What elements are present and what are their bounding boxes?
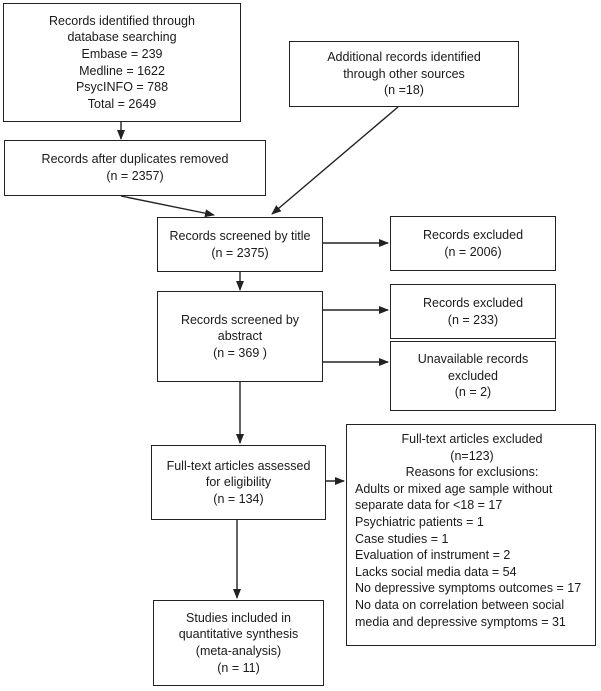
exclusion-reason: media and depressive symptoms = 31 xyxy=(355,614,566,629)
text-line: Studies included in xyxy=(186,610,291,625)
text-line: Records excluded xyxy=(422,295,524,310)
text-line: Records after duplicates removed xyxy=(41,152,229,167)
text-line: (n = 134) xyxy=(213,491,264,506)
text-line: (n = 233) xyxy=(447,312,499,327)
text-line: Records excluded xyxy=(422,227,524,242)
text-line: Full-text articles assessed xyxy=(166,458,311,473)
text-line: Full-text articles excluded xyxy=(401,432,543,446)
exclusion-reason: Evaluation of instrument = 2 xyxy=(355,548,511,563)
text-line: for eligibility xyxy=(205,475,272,490)
box-additional-records: Additional records identified through ot… xyxy=(289,41,519,107)
text-line: (n =18) xyxy=(384,83,424,98)
text-line: Medline = 1622 xyxy=(79,63,165,78)
box-after-duplicates: Records after duplicates removed (n = 23… xyxy=(4,140,266,196)
text-line: (n = 2006) xyxy=(444,244,502,259)
text-line: Total = 2649 xyxy=(87,96,157,111)
box-fulltext-assessed: Full-text articles assessed for eligibil… xyxy=(151,445,326,520)
text-line: (n = 2357) xyxy=(106,169,164,183)
text-line: Reasons for exclusions: xyxy=(405,465,539,480)
exclusion-reason: separate data for <18 = 17 xyxy=(355,498,503,513)
box-records-excluded-title: Records excluded (n = 2006) xyxy=(390,216,556,271)
text-line: (n = 2375) xyxy=(211,245,269,260)
text-line: excluded xyxy=(447,368,499,383)
text-line: Unavailable records xyxy=(417,352,529,367)
arrow-duplicates-to-title xyxy=(120,195,215,218)
text-line: abstract xyxy=(217,329,263,344)
box-records-excluded-abstract: Records excluded (n = 233) xyxy=(390,284,556,339)
exclusion-reason: Adults or mixed age sample without xyxy=(355,481,553,496)
text-line: (n = 369 ) xyxy=(213,345,267,360)
text-line: Additional records identified xyxy=(327,50,481,65)
text-line: through other sources xyxy=(343,66,465,81)
text-line: (n=123) xyxy=(450,448,494,463)
exclusion-reason: Psychiatric patients = 1 xyxy=(355,514,484,529)
text-line: Records screened by xyxy=(180,312,300,327)
exclusion-reason: No data on correlation between social xyxy=(355,597,565,612)
box-unavailable-records: Unavailable records excluded (n = 2) xyxy=(390,341,556,411)
box-screened-title: Records screened by title (n = 2375) xyxy=(157,217,323,272)
arrow-additional-to-title xyxy=(271,106,399,215)
text-line: (n = 11) xyxy=(217,660,260,675)
exclusion-reason: Case studies = 1 xyxy=(355,531,449,546)
text-line: Records identified through xyxy=(49,13,195,28)
text-line: PsycINFO = 788 xyxy=(75,80,169,95)
box-screened-abstract: Records screened by abstract (n = 369 ) xyxy=(157,291,323,382)
box-records-identified: Records identified through database sear… xyxy=(3,3,241,122)
box-fulltext-excluded: Full-text articles excluded (n=123) Reas… xyxy=(346,424,596,646)
text-line: database searching xyxy=(67,30,177,45)
text-line: quantitative synthesis xyxy=(178,627,299,642)
exclusion-reason: No depressive symptoms outcomes = 17 xyxy=(355,581,582,596)
text-line: (n = 2) xyxy=(454,385,492,400)
box-studies-included: Studies included in quantitative synthes… xyxy=(153,600,324,686)
text-line: (meta-analysis) xyxy=(195,644,282,658)
text-line: Records screened by title xyxy=(169,228,311,243)
exclusion-reason: Lacks social media data = 54 xyxy=(355,564,517,579)
text-line: Embase = 239 xyxy=(81,46,163,61)
